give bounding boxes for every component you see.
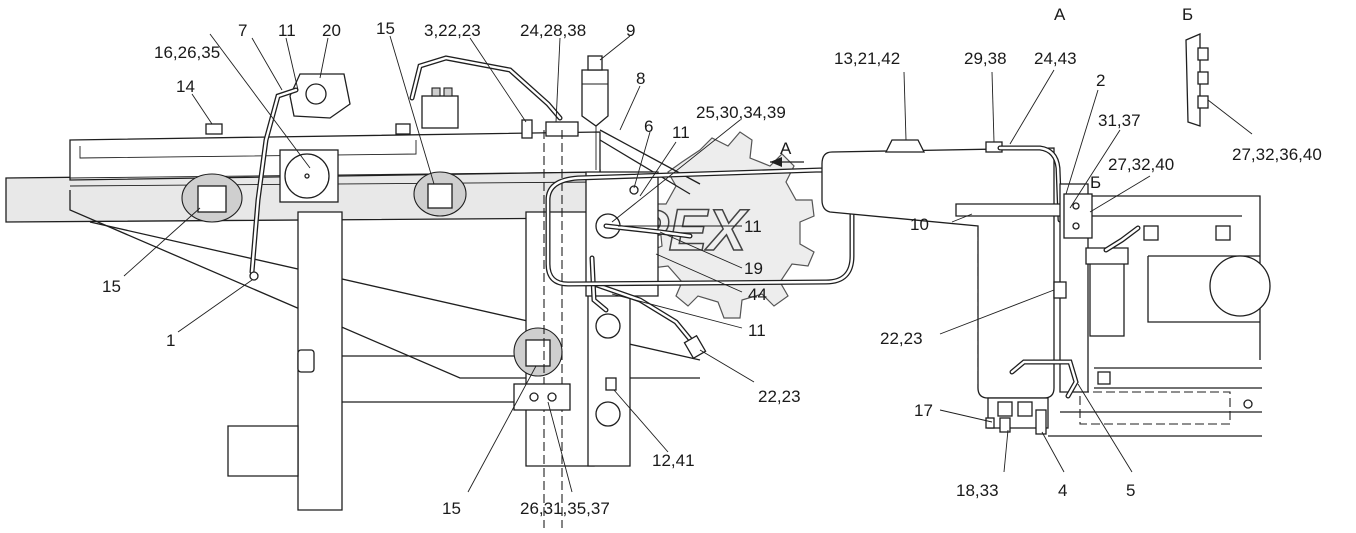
- callout-4: 4: [1058, 481, 1067, 500]
- view-label-a: А: [1054, 5, 1066, 24]
- leader-lines: [123, 33, 1253, 493]
- callout-22-23-right: 22,23: [880, 329, 923, 348]
- arrow-label-a: А: [780, 139, 792, 158]
- detail-b: [1185, 33, 1209, 127]
- callout-31-37: 31,37: [1098, 111, 1141, 130]
- hatches: [181, 171, 563, 377]
- hatch-left-window: [197, 185, 227, 213]
- post-slot: [297, 349, 315, 373]
- callout-labels: 16,26,35 7 11 20 15 3,22,23 24,28,38 9 1…: [102, 5, 1322, 518]
- pad-14: [205, 123, 223, 135]
- callout-13-21-42: 13,21,42: [834, 49, 900, 68]
- callout-8: 8: [636, 69, 645, 88]
- callout-24-28-38: 24,28,38: [520, 21, 586, 40]
- callout-15-bottom: 15: [442, 499, 461, 518]
- callout-27-32-40: 27,32,40: [1108, 155, 1174, 174]
- callout-15-top: 15: [376, 19, 395, 38]
- callout-7: 7: [238, 21, 247, 40]
- callout-27-32-36-40: 27,32,36,40: [1232, 145, 1322, 164]
- bracket-b: [1063, 193, 1093, 239]
- arrow-label-b: Б: [1090, 173, 1101, 192]
- callout-19: 19: [744, 259, 763, 278]
- view-arrow-a: [770, 157, 804, 167]
- fuel-tank: [821, 147, 1055, 399]
- callout-1: 1: [166, 331, 175, 350]
- fitting-22-23-right: [1053, 281, 1067, 299]
- valve-block: [421, 95, 459, 129]
- frame-right: [1048, 195, 1271, 437]
- tank-cap: [884, 139, 926, 153]
- beacon-eye: [305, 83, 327, 105]
- vertical-post: [297, 211, 343, 511]
- callout-26-31-35-37: 26,31,35,37: [520, 499, 610, 518]
- callout-3-22-23: 3,22,23: [424, 21, 481, 40]
- fuel-filter: [1089, 259, 1125, 337]
- hatch-bottom-window: [525, 339, 551, 367]
- lamp-lens: [284, 153, 330, 199]
- fitting-12-41: [605, 377, 617, 391]
- callout-24-43: 24,43: [1034, 49, 1077, 68]
- callout-15-left: 15: [102, 277, 121, 296]
- callout-5: 5: [1126, 481, 1135, 500]
- callout-11-right: 11: [744, 217, 762, 236]
- callout-44: 44: [748, 285, 767, 304]
- callout-11-low: 11: [748, 321, 766, 340]
- junction-box: [513, 383, 571, 411]
- callout-22-23-mid: 22,23: [758, 387, 801, 406]
- callout-16-26-35: 16,26,35: [154, 43, 220, 62]
- callout-20: 20: [322, 21, 341, 40]
- callout-2: 2: [1096, 71, 1105, 90]
- stub-shaft: [227, 425, 299, 477]
- callout-14: 14: [176, 77, 195, 96]
- mid-bracket: [585, 171, 659, 297]
- view-label-b: Б: [1182, 5, 1193, 24]
- tie-bar-10: [955, 203, 1067, 217]
- hatch-mid-window: [427, 183, 453, 209]
- callout-17: 17: [914, 401, 933, 420]
- callout-11-mid: 11: [672, 123, 690, 142]
- callout-6: 6: [644, 117, 653, 136]
- callout-10: 10: [910, 215, 929, 234]
- callout-12-41: 12,41: [652, 451, 695, 470]
- callout-9: 9: [626, 21, 635, 40]
- filter-9: [581, 69, 609, 127]
- callout-25-30-34-39: 25,30,34,39: [696, 103, 786, 122]
- callout-11-top: 11: [278, 21, 296, 40]
- callout-18-33: 18,33: [956, 481, 999, 500]
- frame-hole: [1209, 255, 1271, 317]
- hose-end-1: [249, 271, 259, 281]
- callout-29-38: 29,38: [964, 49, 1007, 68]
- tank-assembly: [821, 139, 1141, 435]
